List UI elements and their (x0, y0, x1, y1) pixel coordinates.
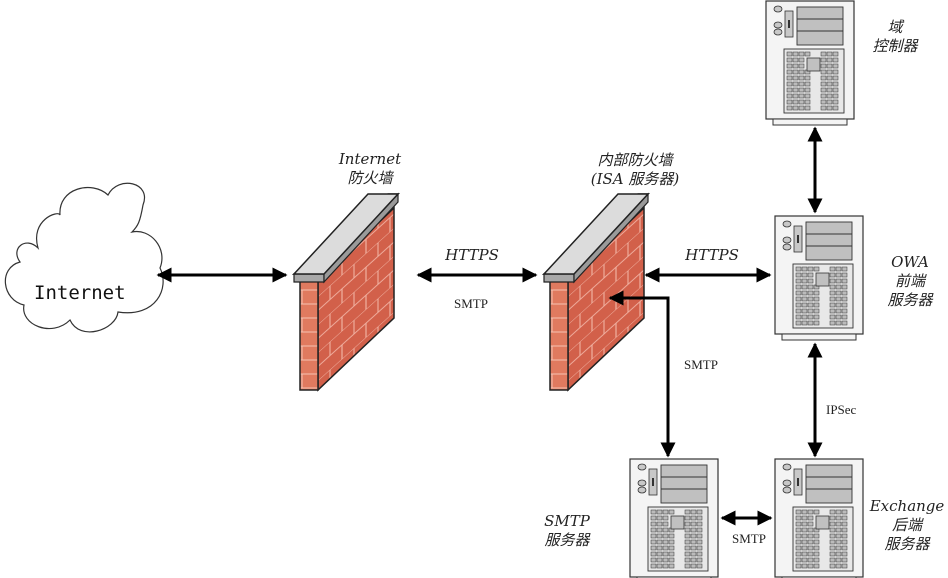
smtp-server-label-line1: SMTP (544, 512, 590, 530)
domain-controller-label-line1: 域 (887, 18, 903, 36)
internal-firewall-label-line1: 内部防火墙 (597, 151, 673, 169)
link-label-smtp-2: SMTP (684, 357, 718, 372)
link-smtp-to-isa (608, 290, 676, 458)
owa-frontend-label-line2: 前端 (894, 272, 925, 290)
domain-controller-icon (765, 0, 855, 126)
internet-cloud-label: Internet (34, 282, 126, 304)
domain-controller-label-line2: 控制器 (872, 37, 918, 55)
internet-firewall-icon (293, 193, 399, 391)
internet-firewall-label: Internet 防火墙 (330, 150, 410, 188)
internal-firewall-icon (543, 193, 649, 391)
link-label-ipsec: IPSec (826, 402, 857, 417)
link-label-smtp-3: SMTP (732, 531, 766, 546)
smtp-server-label: SMTP 服务器 (532, 512, 602, 550)
domain-controller-label: 域 控制器 (865, 18, 925, 56)
internal-firewall-label: 内部防火墙 (ISA 服务器) (570, 151, 700, 189)
owa-frontend-label: OWA 前端 服务器 (880, 253, 940, 310)
exchange-backend-label-line1: Exchange (869, 497, 945, 515)
link-label-smtp-1: SMTP (454, 296, 488, 311)
link-label-https-2: HTTPS (685, 246, 739, 264)
internal-firewall-label-line2: (ISA 服务器) (590, 170, 680, 188)
owa-frontend-label-line1: OWA (891, 253, 929, 271)
internet-firewall-label-line2: 防火墙 (347, 169, 393, 187)
exchange-backend-server-icon (774, 458, 864, 578)
internet-cloud-icon (4, 182, 164, 333)
exchange-backend-label-line3: 服务器 (884, 535, 930, 553)
smtp-server-icon (629, 458, 719, 578)
smtp-server-label-line2: 服务器 (544, 531, 590, 549)
owa-frontend-server-icon (774, 215, 864, 341)
exchange-backend-label-line2: 后端 (891, 516, 922, 534)
link-label-https-1: HTTPS (445, 246, 499, 264)
exchange-backend-label: Exchange 后端 服务器 (866, 497, 948, 554)
owa-frontend-label-line3: 服务器 (887, 291, 933, 309)
internet-firewall-label-line1: Internet (338, 150, 402, 168)
